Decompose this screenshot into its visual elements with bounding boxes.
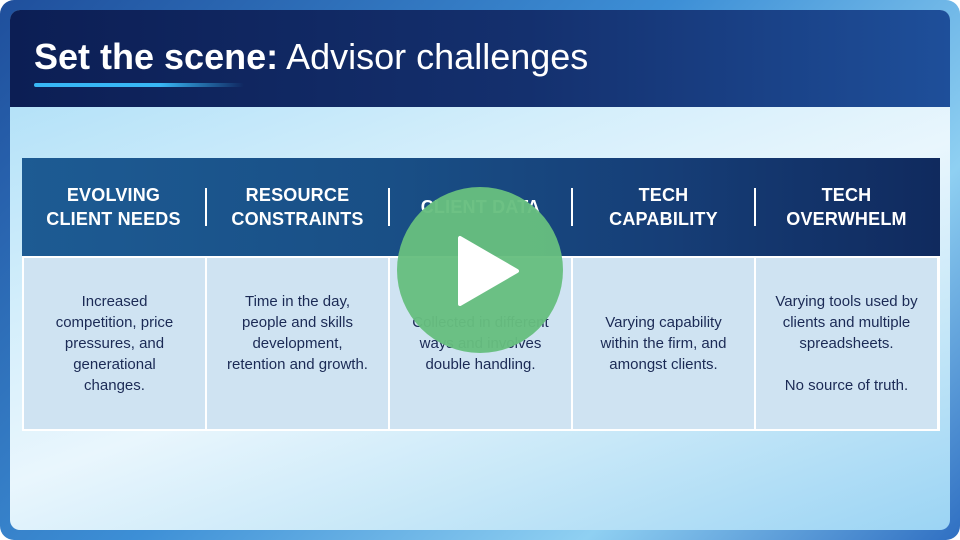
header-divider xyxy=(571,188,573,226)
column-header-tech-overwhelm: TECH OVERWHELM xyxy=(786,185,907,229)
title-underline xyxy=(34,83,244,87)
column-header-tech-capability: TECH CAPABILITY xyxy=(609,185,718,229)
slide-header: Set the scene: Advisor challenges xyxy=(10,10,950,107)
play-icon xyxy=(458,236,519,306)
play-button[interactable] xyxy=(397,187,563,353)
column-header-evolving-client-needs: EVOLVING CLIENT NEEDS xyxy=(46,185,181,229)
table-cell-resource-constraints: Time in the day, people and skills devel… xyxy=(207,258,388,429)
column-header-resource-constraints: RESOURCE CONSTRAINTS xyxy=(231,185,364,229)
table-cell-evolving-client-needs: Increased competition, price pressures, … xyxy=(24,258,205,429)
table-cell-tech-overwhelm: Varying tools used by clients and multip… xyxy=(756,258,937,429)
slide-title-light: Advisor challenges xyxy=(286,36,589,77)
header-divider xyxy=(388,188,390,226)
header-divider xyxy=(754,188,756,226)
slide-title-bold: Set the scene: xyxy=(34,36,279,77)
table-cell-tech-capability: Varying capability within the firm, and … xyxy=(573,258,754,429)
header-divider xyxy=(205,188,207,226)
slide-title: Set the scene: Advisor challenges xyxy=(34,36,588,78)
